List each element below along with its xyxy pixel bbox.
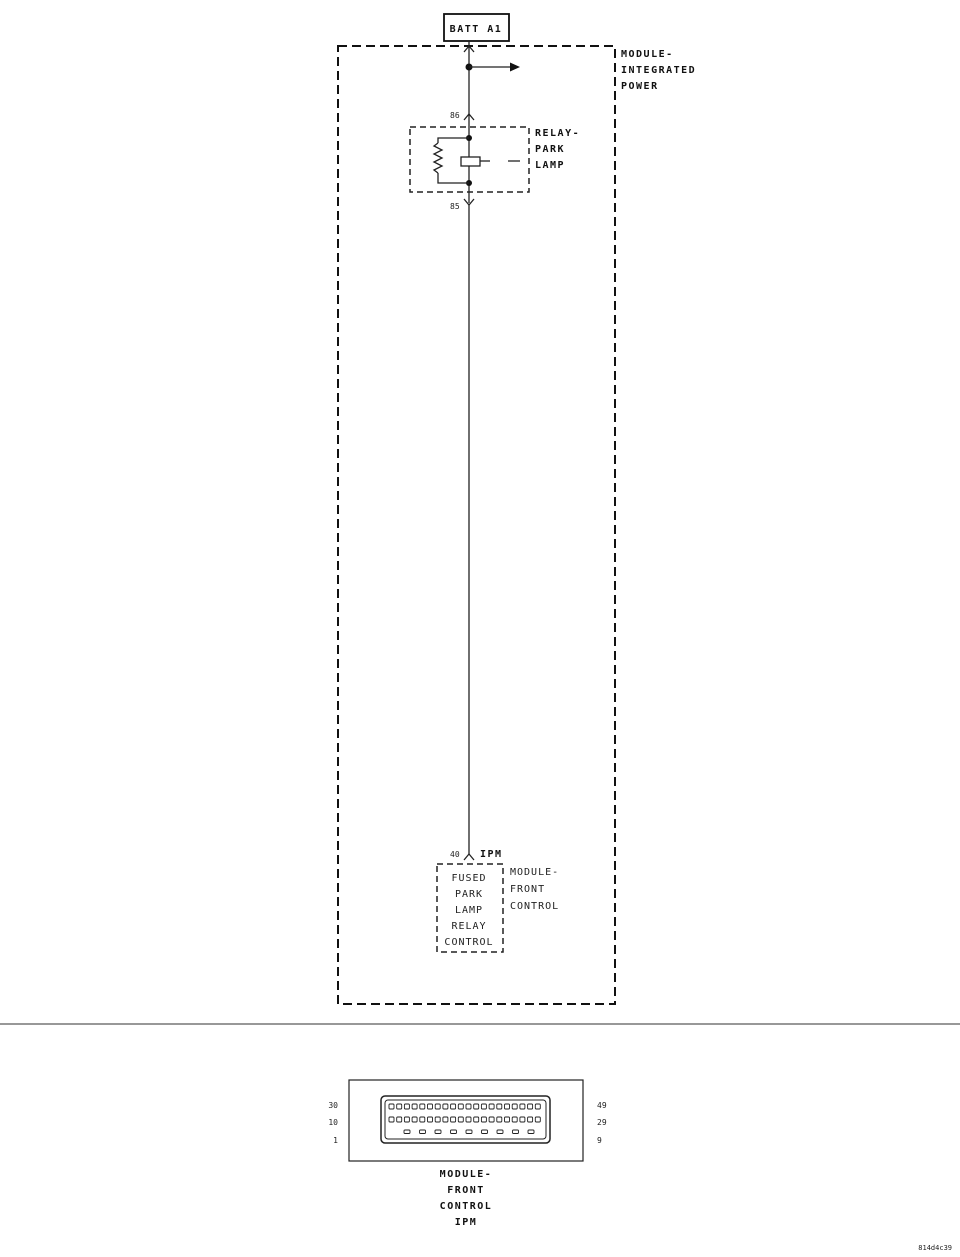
branch-arrow-icon (510, 62, 520, 72)
connector-pin (473, 1103, 480, 1110)
fcm-connector-label: IPM (480, 849, 503, 860)
batt-feed-wire (463, 41, 520, 121)
connector-label-line-1: MODULE- (440, 1169, 493, 1180)
connector-pin (473, 1116, 480, 1123)
park-lamp-relay (409, 118, 530, 207)
front-control-module-block: FUSED PARK LAMP RELAY CONTROL (436, 863, 504, 953)
connector-pin (388, 1116, 395, 1123)
fcm-circuit-line-4: RELAY (451, 921, 486, 932)
connector-pin (519, 1103, 526, 1110)
connector-pin (411, 1103, 418, 1110)
connector-pin (457, 1103, 464, 1110)
connector-pin (403, 1103, 410, 1110)
connector-pin (511, 1103, 518, 1110)
connector-pin (519, 1116, 526, 1123)
fcm-circuit-line-1: FUSED (451, 873, 486, 884)
relay-coil-resistor-icon (432, 142, 444, 174)
connector-pin (504, 1103, 510, 1110)
connector-pin (527, 1116, 534, 1123)
connector-pin (450, 1116, 457, 1123)
connector-label-line-4: IPM (455, 1217, 478, 1228)
connector-right-pin-9: 9 (597, 1136, 602, 1145)
fcm-pin-40: 40 (450, 850, 460, 859)
batt-a1-block: BATT A1 (443, 13, 510, 42)
relay-coil-icon (460, 156, 481, 167)
connector-pin (481, 1129, 488, 1134)
connector-pin (504, 1116, 510, 1123)
connector-right-pin-49: 49 (597, 1101, 607, 1110)
connector-pin (511, 1116, 518, 1123)
connector-left-pin-30: 30 (328, 1101, 338, 1110)
connector-pin (480, 1116, 487, 1123)
batt-a1-label: BATT A1 (450, 24, 503, 35)
connector-pin (527, 1129, 535, 1134)
connector-pin (496, 1103, 503, 1110)
connector-pin (450, 1103, 457, 1110)
connector-pin-grid (388, 1103, 541, 1134)
fcm-label-line-1: MODULE- (510, 867, 559, 878)
ipm-label-line-1: MODULE- (621, 49, 674, 60)
fcm-label-line-2: FRONT (510, 884, 545, 895)
connector-pin (534, 1116, 541, 1123)
connector-right-pin-29: 29 (597, 1118, 607, 1127)
connector-pin (434, 1103, 441, 1110)
connector-pin (388, 1103, 395, 1110)
connector-pin (465, 1116, 472, 1123)
connector-pin (411, 1116, 418, 1123)
relay-label-line-1: RELAY- (535, 128, 580, 139)
connector-pin (488, 1116, 495, 1123)
integrated-power-module-outline (337, 45, 616, 1005)
fcm-label-line-3: CONTROL (510, 901, 559, 912)
connector-pin (396, 1103, 403, 1110)
connector-pin (442, 1116, 449, 1123)
connector-pin (434, 1129, 442, 1134)
connector-pin (512, 1129, 519, 1134)
connector-pin (427, 1103, 433, 1110)
fcm-circuit-line-3: LAMP (455, 905, 483, 916)
connector-label-line-3: CONTROL (440, 1201, 493, 1212)
connector-left-pin-1: 1 (333, 1136, 338, 1145)
connector-pin (534, 1103, 541, 1110)
fcm-circuit-line-2: PARK (455, 889, 483, 900)
fcm-connector-arrow-icon (463, 852, 475, 861)
connector-face-view (348, 1079, 584, 1162)
connector-pin (465, 1129, 473, 1134)
connector-label-line-2: FRONT (447, 1185, 485, 1196)
connector-pin (442, 1103, 449, 1110)
ipm-label-line-2: INTEGRATED (621, 65, 696, 76)
fcm-circuit-line-5: CONTROL (444, 937, 493, 948)
connector-pin (396, 1116, 403, 1123)
connector-pin (450, 1129, 457, 1134)
relay-pin-85: 85 (450, 202, 460, 211)
connector-pin (527, 1103, 534, 1110)
relay-label-line-2: PARK (535, 144, 565, 155)
connector-pin (419, 1103, 426, 1110)
connector-pin (465, 1103, 472, 1110)
connector-pin (419, 1116, 426, 1123)
connector-pin (434, 1116, 441, 1123)
connector-pin (403, 1129, 411, 1134)
figure-id: 814d4c39 (918, 1244, 952, 1252)
connector-pin (488, 1103, 495, 1110)
ipm-label-line-3: POWER (621, 81, 659, 92)
connector-pin (496, 1116, 503, 1123)
connector-pin (427, 1116, 433, 1123)
connector-left-pin-10: 10 (328, 1118, 338, 1127)
connector-pin (496, 1129, 504, 1134)
connector-pin (419, 1129, 426, 1134)
relay-label-line-3: LAMP (535, 160, 565, 171)
connector-pin (457, 1116, 464, 1123)
connector-pin (403, 1116, 410, 1123)
connector-pin (480, 1103, 487, 1110)
relay-pin-86: 86 (450, 111, 460, 120)
